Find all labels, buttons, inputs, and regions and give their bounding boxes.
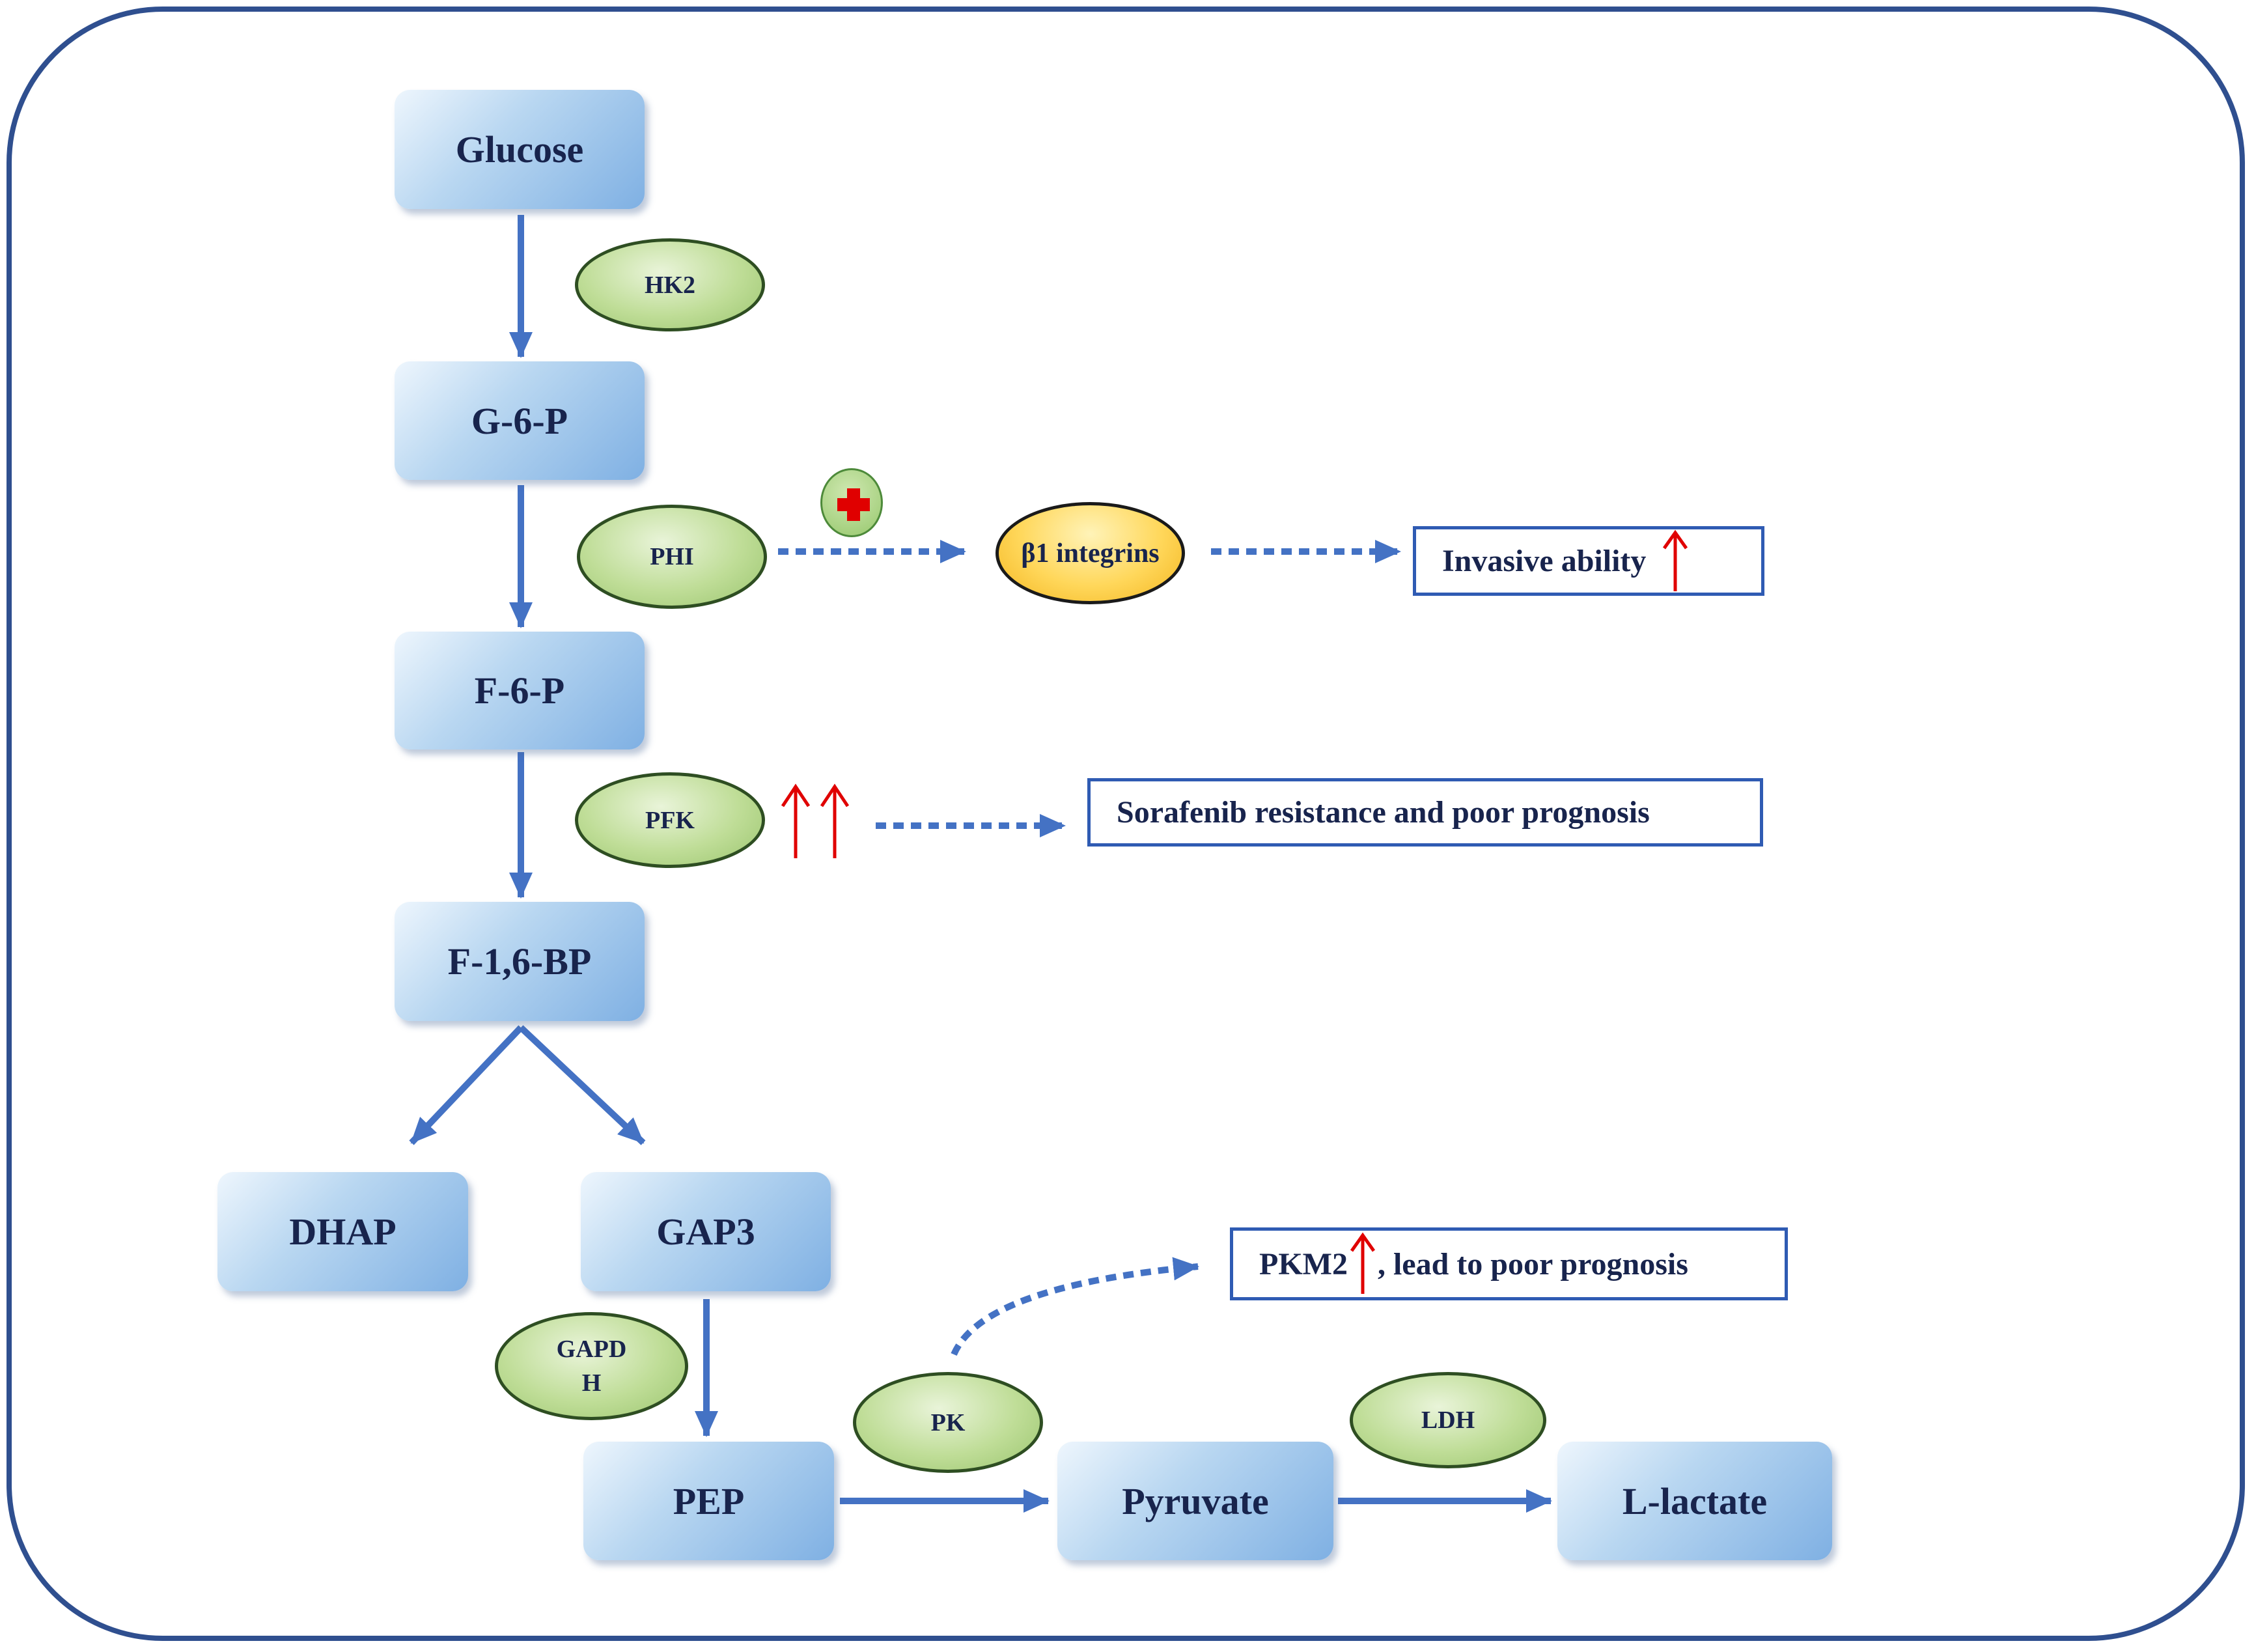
metabolite-dhap: DHAP <box>217 1172 468 1291</box>
pkm2-up-arrow-icon <box>1350 1232 1376 1294</box>
dashed-arrow-pk-to-pkm2 <box>951 1257 1199 1356</box>
metabolite-glucose: Glucose <box>395 90 645 209</box>
metabolite-pep: PEP <box>583 1442 834 1560</box>
metabolite-f16bp: F-1,6-BP <box>395 902 645 1021</box>
enzyme-gapdh-label: GAPD H <box>556 1336 627 1397</box>
enzyme-ldh: LDH <box>1350 1372 1546 1468</box>
diagram-frame <box>7 7 2245 1641</box>
arrow-f16bp-to-gap3 <box>518 1025 646 1145</box>
enzyme-hk2: HK2 <box>575 238 765 331</box>
pfk-double-up-arrow-icon <box>781 783 850 858</box>
metabolite-pyruvate: Pyruvate <box>1057 1442 1333 1560</box>
invasive-up-arrow-icon <box>1663 529 1688 591</box>
enzyme-phi: PHI <box>577 505 767 609</box>
metabolite-g6p: G-6-P <box>395 361 645 480</box>
metabolite-l-lactate: L-lactate <box>1557 1442 1832 1560</box>
beta1-integrins-node: β1 integrins <box>996 502 1185 604</box>
outcome-pkm2-suffix: , lead to poor prognosis <box>1377 1246 1688 1281</box>
arrow-f16bp-to-dhap <box>409 1025 523 1145</box>
enzyme-pk: PK <box>853 1372 1043 1473</box>
outcome-pkm2-prefix: PKM2 <box>1259 1246 1348 1281</box>
outcome-pkm2: PKM2 , lead to poor prognosis <box>1230 1227 1788 1300</box>
activation-plus-icon <box>820 468 883 537</box>
metabolite-gap3: GAP3 <box>581 1172 831 1291</box>
outcome-invasive-ability: Invasive ability <box>1413 526 1764 596</box>
enzyme-pfk: PFK <box>575 772 765 868</box>
outcome-invasive-label: Invasive ability <box>1442 544 1647 578</box>
metabolite-f6p: F-6-P <box>395 632 645 749</box>
outcome-sorafenib-resistance: Sorafenib resistance and poor prognosis <box>1087 778 1763 847</box>
enzyme-gapdh: GAPD H <box>495 1312 688 1420</box>
outcome-sorafenib-label: Sorafenib resistance and poor prognosis <box>1117 795 1650 830</box>
